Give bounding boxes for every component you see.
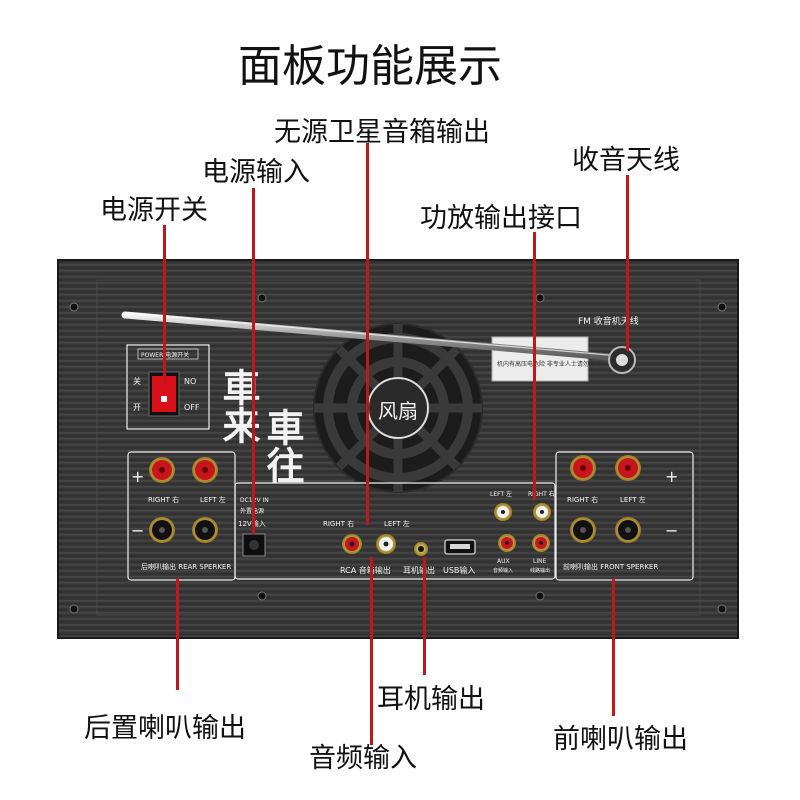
front-speaker-label: 前喇叭输出 FRONT SPERKER	[563, 562, 658, 571]
callout-audio-input: 音频输入	[309, 743, 417, 774]
callout-headphone-output: 耳机输出	[377, 684, 485, 715]
power-switch-box	[126, 344, 210, 430]
front-minus: −	[665, 521, 678, 540]
aux-line-jacks	[494, 503, 551, 552]
page-title: 面板功能展示	[238, 41, 502, 92]
callout-power-input: 电源输入	[202, 157, 310, 188]
aux-left-top-label: LEFT 左	[490, 490, 512, 498]
aux-label-2: 音频输入	[493, 567, 513, 574]
rear-binding-posts	[149, 457, 218, 543]
usb-panel-label: USB输入	[443, 565, 475, 575]
line-label-1: LINE	[533, 558, 547, 565]
rear-minus: −	[131, 521, 144, 540]
fm-antenna-rod	[121, 311, 636, 374]
front-right-label: RIGHT 右	[567, 495, 598, 504]
calligraphy-right: 車往	[260, 408, 304, 484]
panel-screws	[69, 293, 727, 614]
dc-text-3: 12V输入	[238, 519, 266, 528]
switch-on-en: NO	[184, 377, 196, 386]
rca-output-label: RCA 音箱输出	[340, 565, 391, 575]
switch-on-cn: 关	[133, 376, 141, 386]
callout-line-rear-speaker	[176, 578, 179, 690]
center-connector-box	[234, 482, 556, 580]
callout-line-satellite-output	[366, 143, 369, 525]
callout-line-headphone	[423, 557, 426, 675]
line-label-2: 线路输出	[530, 567, 550, 574]
front-binding-posts	[570, 455, 641, 543]
callout-line-power-input	[252, 188, 255, 534]
warning-text: 机内有高压电危险 非专业人士请勿打开	[497, 360, 601, 368]
callout-amp-output-port: 功放输出接口	[420, 203, 582, 234]
warning-sticker	[491, 336, 589, 382]
rear-right-label: RIGHT 右	[148, 495, 179, 504]
callout-front-speaker-output: 前喇叭输出	[553, 724, 688, 755]
callout-rear-speaker-output: 后置喇叭输出	[84, 713, 246, 744]
rca-outputs	[342, 534, 396, 554]
callout-line-fm-antenna	[626, 175, 629, 351]
callout-line-power-switch	[163, 225, 166, 385]
front-left-label: LEFT 左	[620, 495, 646, 504]
callout-line-audio-input	[370, 557, 373, 745]
rear-left-label: LEFT 左	[200, 495, 226, 504]
switch-off-cn: 开	[133, 403, 141, 412]
aux-label-1: AUX	[497, 558, 510, 565]
headphone-panel-label: 耳机输出	[403, 565, 435, 575]
rear-plus: +	[131, 467, 144, 486]
panel-inner-border	[96, 279, 701, 616]
front-speaker-box	[555, 451, 694, 581]
callout-line-front-speaker	[612, 578, 615, 716]
aux-right-top-label: RIGHT 右	[528, 490, 555, 498]
fan-label: 风扇	[378, 399, 418, 423]
callout-satellite-output: 无源卫星音箱输出	[274, 117, 490, 148]
callout-power-switch: 电源开关	[100, 195, 208, 226]
switch-off-en: OFF	[184, 403, 200, 412]
fm-antenna-label: FM 收音机天线	[578, 315, 639, 327]
callout-line-amp-output	[533, 232, 536, 500]
rca-left-label: LEFT 左	[384, 519, 410, 528]
rear-speaker-label: 后喇叭输出 REAR SPERKER	[141, 562, 231, 571]
front-plus: +	[665, 467, 678, 486]
rca-right-label: RIGHT 右	[323, 519, 354, 528]
callout-fm-antenna: 收音天线	[572, 145, 680, 176]
